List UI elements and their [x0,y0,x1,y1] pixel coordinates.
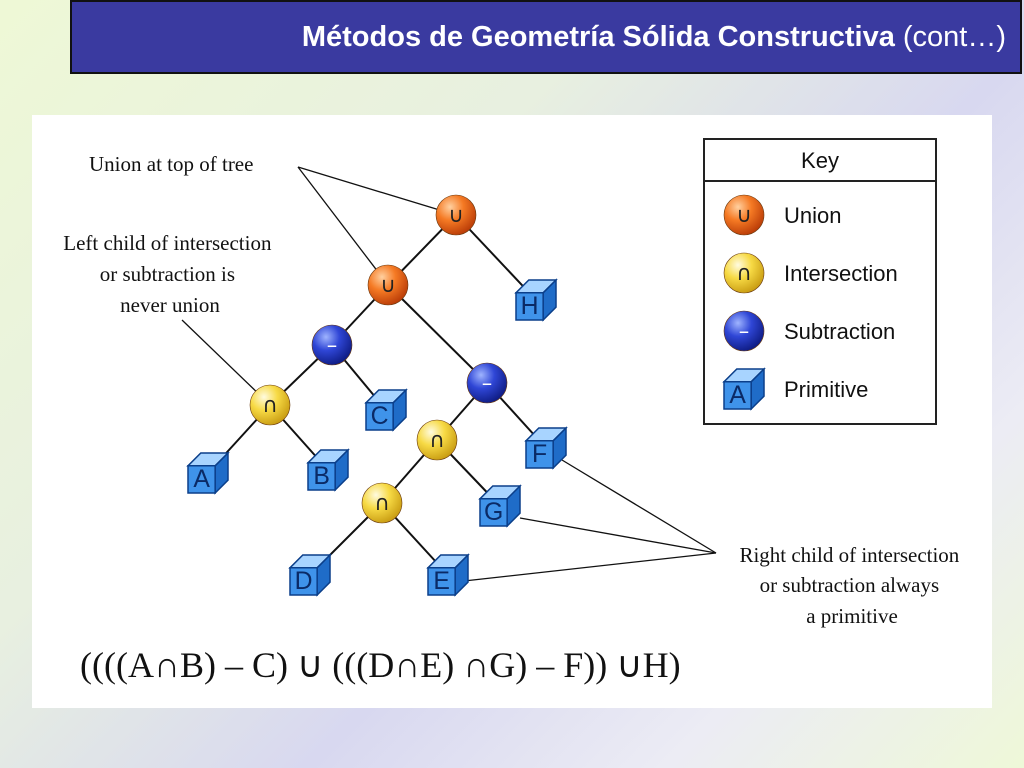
key-title: Key [801,148,839,173]
primitive-node-A: A [186,451,230,495]
key-label-primitive: Primitive [784,377,868,402]
csg-tree-diagram: ∪ ∪ – – ∩ ∩ ∩ H C A B F G D E Union at top of tree Lef… [63,138,964,685]
union-node-u2-symbol: ∪ [380,273,395,297]
key-label-subtraction: Subtraction [784,319,895,344]
primitive-node-E: E [426,553,470,597]
annotation-left-child-line2: or subtraction is [100,262,235,286]
annotation-left-child-line3: never union [120,293,220,317]
primitive-node-H: H [514,278,558,322]
annotation-right-child-line3: a primitive [806,604,898,628]
key-intersection-icon: ∩ [723,252,765,294]
key-subtraction-icon: – [723,310,765,352]
annotation-right-child-line1: Right child of intersection [739,543,959,567]
intersection-node-i3: ∩ [361,482,403,524]
intersection-node-i2-symbol: ∩ [429,428,444,452]
edge-u2-s2 [387,284,488,384]
annotation-leaders [181,166,717,582]
primitive-node-E-letter: E [433,568,450,595]
subtraction-node-s1: – [311,324,353,366]
intersection-node-i1: ∩ [249,384,291,426]
key-label-union: Union [784,203,841,228]
primitive-node-F: F [524,426,568,470]
leader-line-2 [297,166,389,286]
primitive-node-B-letter: B [313,463,330,490]
key-primitive-icon: A [722,367,766,411]
subtraction-node-s2: – [466,362,508,404]
union-node-u1: ∪ [435,194,477,236]
primitive-node-A-letter: A [193,466,210,493]
primitive-node-D: D [288,553,332,597]
primitive-node-B: B [306,448,350,492]
key-label-intersection: Intersection [784,261,898,286]
leader-line-3 [181,319,265,400]
subtraction-node-s1-symbol: – [327,333,338,357]
key-primitive-icon-letter: A [729,382,746,409]
primitive-node-H-letter: H [521,293,539,320]
slide-title: Métodos de Geometría Sólida Constructiva [301,20,895,53]
slide-title-bar: Métodos de Geometría Sólida Constructiva… [70,0,1022,74]
primitive-node-F-letter: F [532,441,547,468]
annotation-left-child: Left child of intersection or subtractio… [63,231,276,317]
key-intersection-icon-symbol: ∩ [736,261,751,285]
annotation-left-child-line1: Left child of intersection [63,231,272,255]
key-union-icon: ∪ [723,194,765,236]
union-node-u1-symbol: ∪ [448,203,463,227]
intersection-node-i3-symbol: ∩ [374,491,389,515]
key-union-icon-symbol: ∪ [736,203,751,227]
annotation-union-top: Union at top of tree [89,152,253,176]
leader-line-4 [561,459,717,554]
csg-tree-figure: ∪ ∪ – – ∩ ∩ ∩ H C A B F G D E Union at top of tree Lef… [32,115,992,708]
union-node-u2: ∪ [367,264,409,306]
leader-line-5 [519,517,717,554]
tree-nodes: ∪ ∪ – – ∩ ∩ ∩ H C A B F G D E [186,194,568,597]
primitive-node-G-letter: G [484,499,503,526]
slide-title-suffix: (cont…) [902,20,1006,53]
primitive-node-C: C [364,388,408,432]
intersection-node-i1-symbol: ∩ [262,393,277,417]
primitive-node-G: G [478,484,522,528]
subtraction-node-s2-symbol: – [482,371,493,395]
key-subtraction-icon-symbol: – [739,319,750,343]
annotation-right-child-line2: or subtraction always [760,573,940,597]
annotation-right-child: Right child of intersection or subtracti… [739,543,964,628]
leader-line-1 [297,166,457,216]
primitive-node-C-letter: C [371,403,389,430]
leader-line-6 [463,552,717,582]
primitive-node-D-letter: D [295,568,313,595]
intersection-node-i2: ∩ [416,419,458,461]
csg-expression: ((((A∩B) – C) ∪ (((D∩E) ∩G) – F)) ∪H) [80,645,681,685]
